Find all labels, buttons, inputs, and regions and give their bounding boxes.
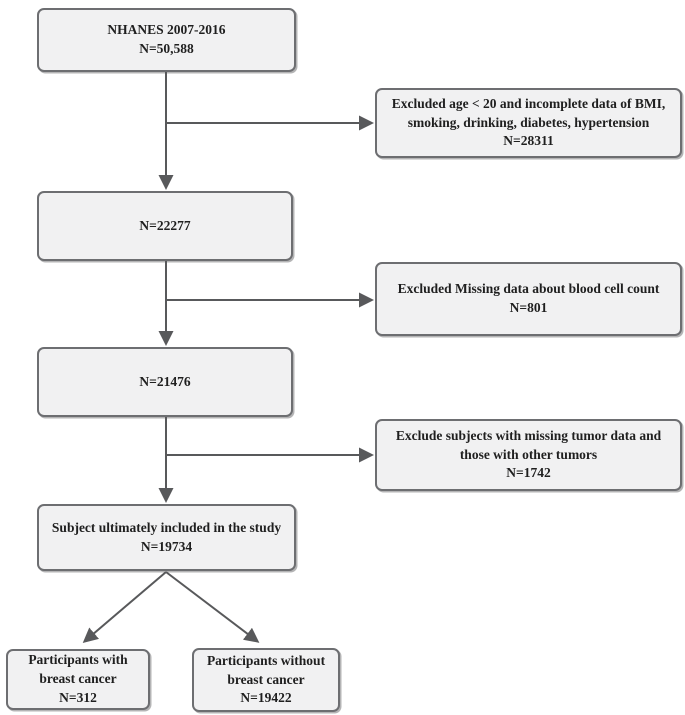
box-final-included: Subject ultimately included in the study… (37, 504, 296, 571)
box-excluded-tumor-data-text: Exclude subjects with missing tumor data… (395, 427, 662, 481)
box-excluded-age-bmi-text: Excluded age < 20 and incomplete data of… (391, 95, 666, 149)
box-excluded-tumor-data: Exclude subjects with missing tumor data… (375, 419, 682, 491)
box-nhanes-source: NHANES 2007-2016 N=50,588 (37, 8, 296, 72)
box-without-breast-cancer: Participants without breast cancer N=194… (192, 648, 340, 712)
box-final-included-text: Subject ultimately included in the study… (51, 519, 282, 554)
box-n22277-text: N=22277 (139, 217, 191, 233)
arrow-split-left (82, 571, 167, 643)
arrow-split-right (165, 571, 260, 643)
box-excluded-blood-cell-text: Excluded Missing data about blood cell c… (397, 281, 660, 315)
box-nhanes-text: NHANES 2007-2016 N=50,588 (107, 22, 226, 56)
box-n21476-text: N=21476 (139, 373, 191, 389)
box-with-breast-cancer: Participants with breast cancer N=312 (6, 649, 150, 710)
box-n21476: N=21476 (37, 347, 293, 417)
box-excluded-age-bmi: Excluded age < 20 and incomplete data of… (375, 88, 682, 158)
box-excluded-blood-cell: Excluded Missing data about blood cell c… (375, 262, 682, 336)
box-n22277: N=22277 (37, 191, 293, 261)
box-with-breast-cancer-text: Participants with breast cancer N=312 (28, 652, 128, 705)
box-without-breast-cancer-text: Participants without breast cancer N=194… (206, 652, 326, 706)
